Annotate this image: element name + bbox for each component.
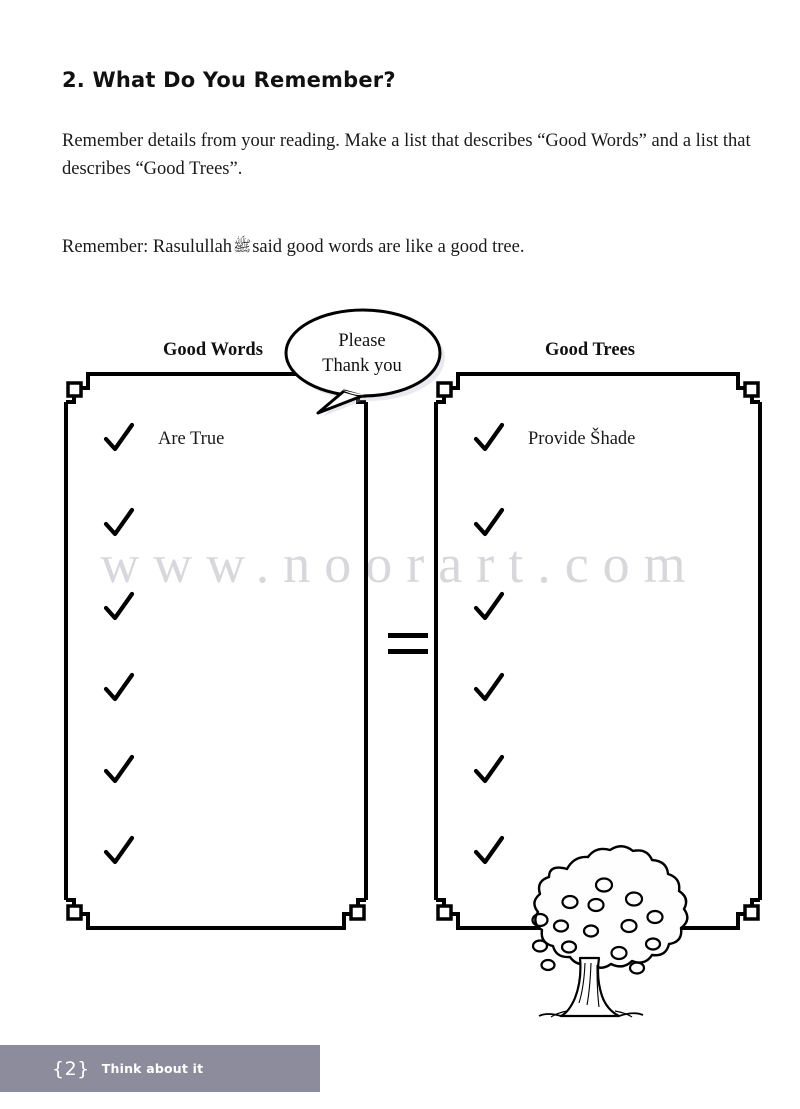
list-item[interactable]: Are True (102, 419, 224, 459)
salawat-glyph-icon: ﷺ (233, 239, 252, 255)
check-icon (102, 422, 136, 456)
list-item[interactable] (102, 669, 158, 709)
list-item-label: Provide Šhade (528, 428, 636, 449)
tree-drawing-icon (531, 845, 689, 1018)
check-icon (102, 672, 136, 706)
check-icon (102, 754, 136, 788)
remember-hadith-line: Remember: Rasulullahﷺsaid good words are… (62, 234, 524, 260)
remember-prefix-text: Remember: Rasulullah (62, 237, 233, 257)
list-item-label: Are True (158, 428, 225, 449)
column-heading-good-words: Good Words (163, 340, 263, 360)
footer-bar: {2} Think about it (0, 1045, 320, 1092)
equals-bar-top (388, 633, 428, 638)
list-item[interactable] (472, 832, 528, 872)
list-item[interactable] (472, 588, 528, 628)
check-icon (472, 672, 506, 706)
page-title: 2. What Do You Remember? (62, 68, 396, 92)
check-icon (102, 591, 136, 625)
equals-bar-bottom (388, 649, 428, 654)
column-heading-good-trees: Good Trees (545, 340, 635, 360)
check-icon (472, 422, 506, 456)
footer-content: {2} Think about it (52, 1045, 203, 1092)
check-icon (102, 835, 136, 869)
check-icon (472, 591, 506, 625)
list-item[interactable] (102, 832, 158, 872)
check-icon (102, 507, 136, 541)
equals-sign (388, 633, 430, 654)
remember-suffix-text: said good words are like a good tree. (252, 237, 525, 257)
list-item[interactable] (102, 751, 158, 791)
list-item[interactable]: Provide Šhade (472, 419, 635, 459)
instructions-paragraph: Remember details from your reading. Make… (62, 131, 751, 179)
check-icon (472, 507, 506, 541)
tree-illustration (505, 843, 705, 1018)
page-number: {2} (52, 1057, 90, 1080)
list-item[interactable] (102, 588, 158, 628)
check-icon (472, 754, 506, 788)
list-item[interactable] (472, 504, 528, 544)
footer-section-label: Think about it (101, 1061, 204, 1076)
list-item[interactable] (472, 669, 528, 709)
list-item[interactable] (472, 751, 528, 791)
site-watermark: www.noorart.com (100, 534, 700, 594)
speech-bubble: Please Thank you (278, 303, 458, 418)
speech-bubble-shape (284, 308, 445, 416)
check-icon (472, 835, 506, 869)
list-item[interactable] (102, 504, 158, 544)
